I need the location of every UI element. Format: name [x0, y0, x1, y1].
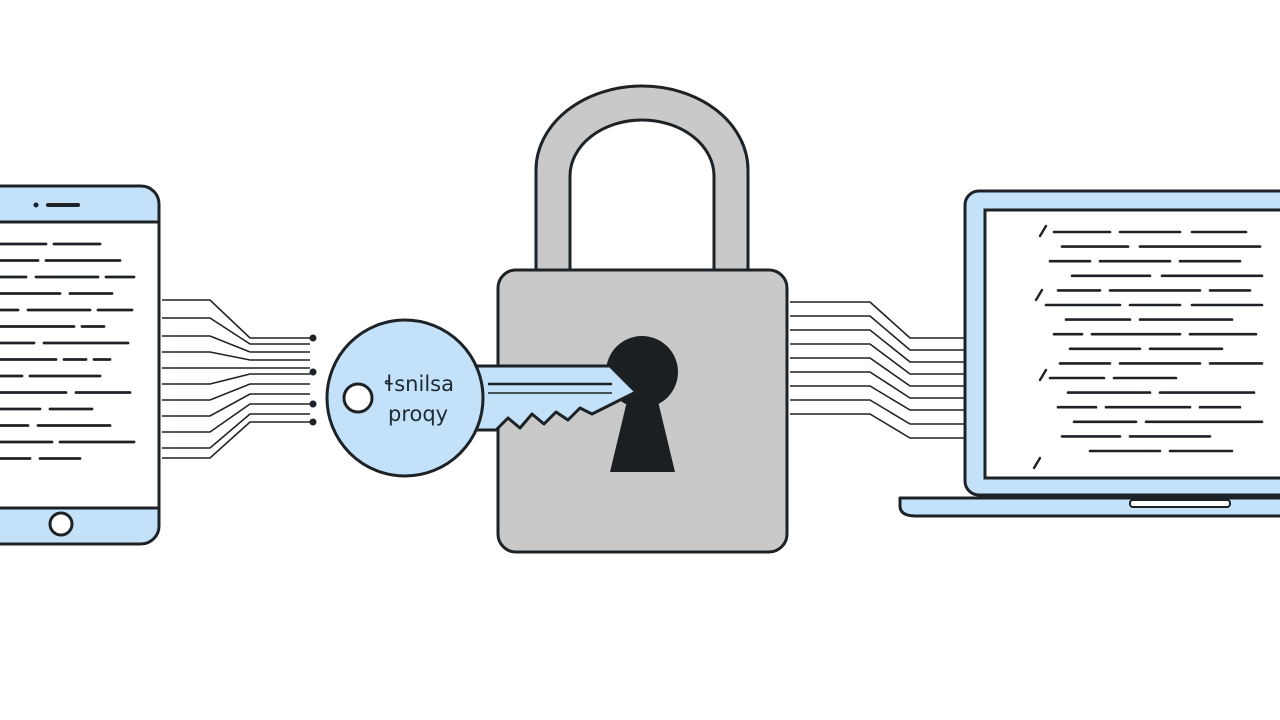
circuit-trace — [162, 383, 310, 401]
circuit-dots — [309, 334, 317, 426]
key-icon: ɬsnilsa proqy — [325, 318, 638, 478]
circuit-trace — [790, 343, 964, 375]
laptop-slash-mark — [1038, 368, 1048, 382]
smartphone-icon — [0, 184, 161, 546]
key-shaft — [468, 364, 638, 432]
circuit-trace — [162, 393, 310, 417]
circuit-trace — [790, 385, 964, 411]
right-circuit-lines — [790, 301, 964, 439]
padlock-icon — [496, 84, 789, 554]
laptop-screen-text — [1032, 224, 1264, 470]
circuit-trace — [162, 335, 310, 353]
circuit-trace — [162, 421, 310, 459]
circuit-trace — [790, 399, 964, 425]
phone-speaker-dot — [33, 202, 39, 208]
padlock-shackle — [534, 84, 750, 274]
circuit-trace — [790, 315, 964, 351]
circuit-trace — [162, 299, 310, 339]
circuit-trace — [790, 371, 964, 399]
laptop-icon — [898, 189, 1280, 518]
laptop-slash-mark — [1034, 288, 1044, 302]
laptop-trackpad-notch — [1129, 499, 1231, 508]
left-circuit-lines — [162, 299, 310, 459]
circuit-dot — [309, 368, 317, 376]
circuit-trace — [790, 329, 964, 363]
laptop-slash-mark — [1032, 456, 1042, 470]
circuit-trace — [790, 413, 964, 439]
key-bow — [325, 318, 485, 478]
circuit-trace — [162, 317, 310, 345]
phone-home-button — [48, 511, 74, 537]
key-ring-hole — [342, 382, 374, 414]
key-label-line2: proqy — [388, 402, 448, 426]
phone-screen-text — [0, 242, 136, 460]
circuit-trace — [162, 403, 310, 433]
phone-screen — [0, 220, 161, 510]
circuit-trace — [790, 301, 964, 339]
circuit-dot — [309, 334, 317, 342]
circuit-trace — [162, 351, 310, 361]
circuit-dot — [309, 418, 317, 426]
circuit-trace — [162, 373, 310, 385]
laptop-slash-mark — [1038, 224, 1048, 238]
circuit-trace — [162, 413, 310, 449]
keyhole-icon — [610, 372, 675, 472]
circuit-dot — [309, 400, 317, 408]
laptop-screen — [983, 208, 1280, 480]
circuit-trace — [790, 357, 964, 387]
key-label-line1: ɬsnilsa — [384, 372, 454, 396]
